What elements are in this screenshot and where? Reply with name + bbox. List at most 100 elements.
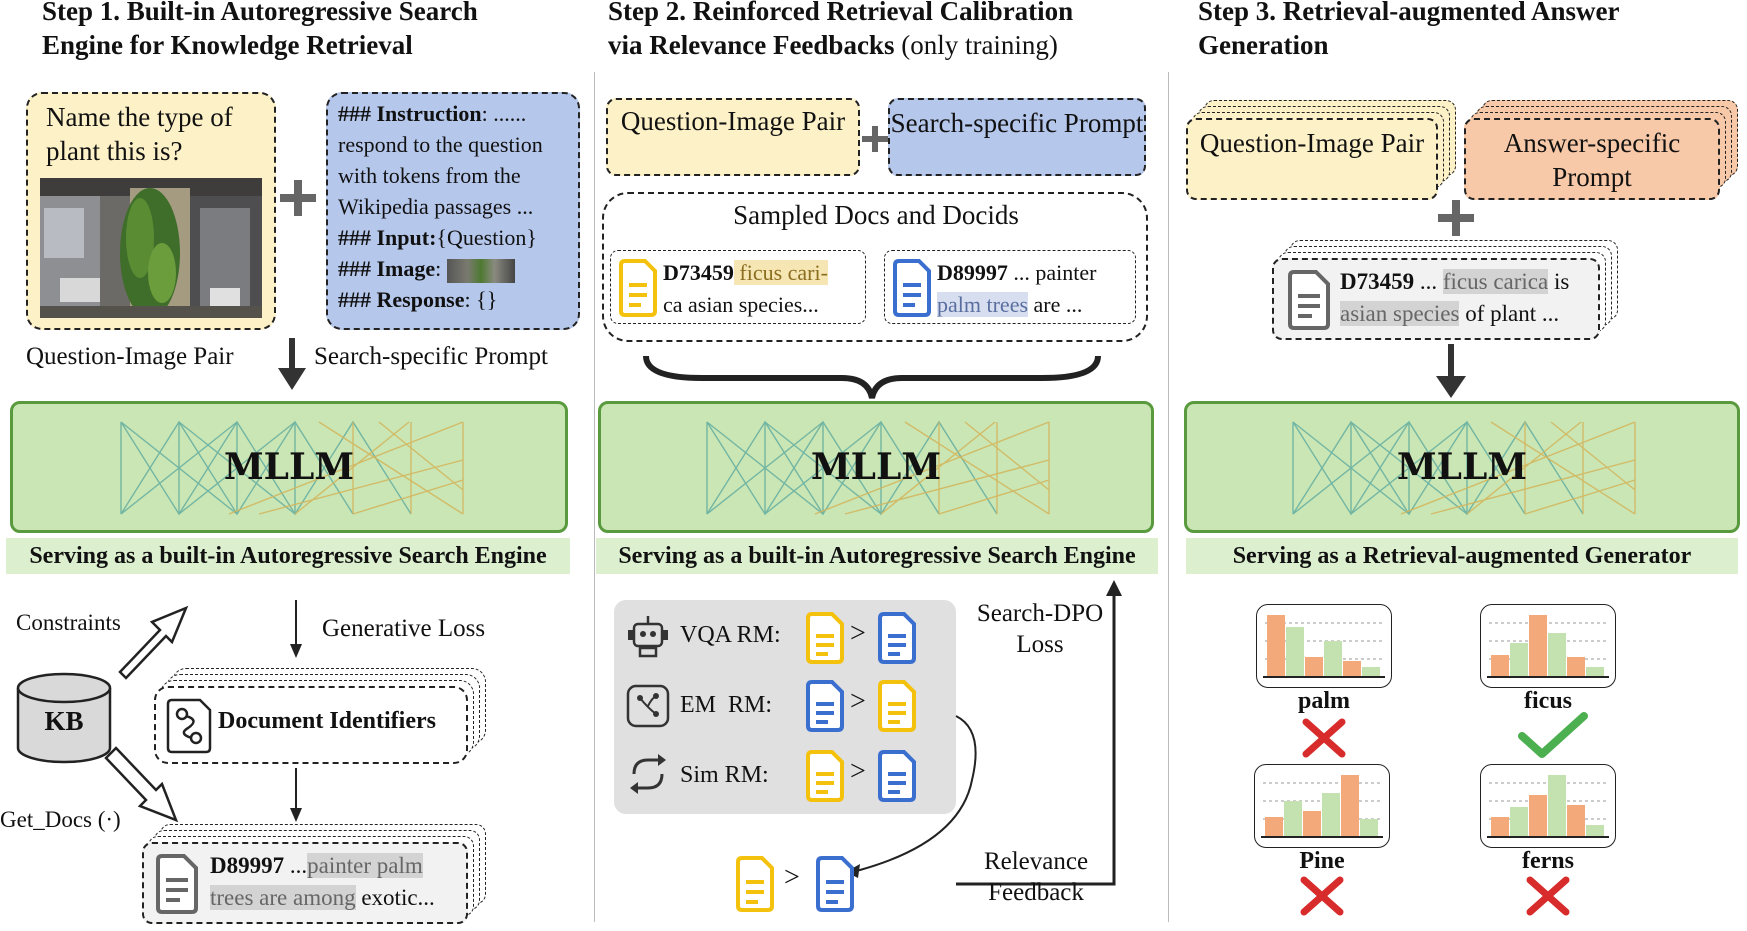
kb-cylinder: KB <box>16 672 112 764</box>
prompt-line-2: with tokens from the <box>338 163 521 188</box>
doc-icon-grey <box>1286 270 1330 330</box>
reward-models-panel: VQA RM: > EM RM: > Sim RM: > <box>614 600 956 814</box>
document-identifiers-box: Document Identifiers <box>154 686 468 764</box>
answer-candidate-ferns: ferns <box>1480 764 1620 916</box>
route-doc-icon <box>164 698 214 754</box>
plus-icon-3 <box>1436 198 1476 238</box>
sampled-doc-2: D89997 ... painter palm trees are ... <box>884 250 1136 324</box>
answer-candidate-ficus: ficus <box>1480 604 1620 758</box>
sampled-doc-2-text: D89997 ... painter palm trees are ... <box>937 260 1097 317</box>
sampled-docs-label: Sampled Docs and Docids <box>733 200 1019 230</box>
prompt-line-3: Wikipedia passages ... <box>338 194 534 219</box>
check-icon <box>1518 712 1588 758</box>
cross-icon <box>1302 718 1346 758</box>
plus-icon-1 <box>278 178 318 218</box>
plant-photo <box>40 178 262 318</box>
robot-icon <box>626 614 670 658</box>
prompt-line-0: ### Instruction: ...... <box>338 101 527 126</box>
curly-brace-icon <box>642 352 1102 402</box>
context-doc-text: D73459 ... ficus carica is asian species… <box>1340 269 1570 326</box>
generative-loss-label: Generative Loss <box>322 615 486 642</box>
doc-icon-blue <box>876 750 916 802</box>
context-doc-box: D73459 ... ficus carica is asian species… <box>1272 258 1600 340</box>
prompt-line-1: respond to the question <box>338 132 543 157</box>
step2-title: Step 2. Reinforced Retrieval Calibration… <box>608 0 1074 60</box>
gt-sign: > <box>850 686 866 717</box>
sampled-doc-1-text: D73459 ficus cari- ca asian species... <box>663 260 828 317</box>
down-arrow-icon-4 <box>1436 344 1466 400</box>
network-lines-icon <box>1292 420 1636 516</box>
down-arrow-icon-1 <box>278 338 306 392</box>
rm-label-vqa: VQA RM: <box>680 622 781 648</box>
cross-icon <box>1526 876 1570 916</box>
question-image-box: Name the type of plant this is? <box>26 92 276 330</box>
get-docs-arrow-icon <box>100 744 180 824</box>
sync-icon <box>626 752 670 796</box>
separator-1 <box>594 72 595 922</box>
prompt-line-6: ### Response: {} <box>338 287 498 312</box>
doc-icon-yellow <box>876 680 916 732</box>
prompt-line-5: ### Image: <box>338 253 578 284</box>
bar-chart-icon <box>1480 764 1616 848</box>
serving-band-3: Serving as a Retrieval-augmented Generat… <box>1186 538 1738 574</box>
doc-icon-yellow <box>617 259 657 317</box>
mllm-box-3: MLLM <box>1184 401 1740 533</box>
retrieved-doc-box: D89997 ...painter palm trees are among e… <box>142 842 468 924</box>
thumb-image-icon <box>446 258 515 283</box>
down-arrow-icon-3 <box>288 768 304 824</box>
doc-icon-blue <box>814 856 854 912</box>
doc-icon-yellow <box>734 856 774 912</box>
answer-label-pine: Pine <box>1299 848 1345 874</box>
constraints-arrow-icon <box>110 600 190 680</box>
answer-label-palm: palm <box>1297 688 1350 714</box>
serving-band-2: Serving as a built-in Autoregressive Sea… <box>596 538 1158 574</box>
mllm-box-1: MLLM <box>10 401 568 533</box>
prompt-line-4: ### Input:{Question} <box>338 225 537 250</box>
doc-icon-grey <box>154 854 198 914</box>
plus-icon-2 <box>860 124 890 154</box>
get-docs-label: Get_Docs (·) <box>0 807 121 832</box>
doc-icon-yellow <box>804 750 844 802</box>
kb-label: KB <box>44 706 84 736</box>
gt-sign: > <box>850 618 866 649</box>
label-search-specific-prompt: Search-specific Prompt <box>314 343 548 370</box>
serving-band-1: Serving as a built-in Autoregressive Sea… <box>6 538 570 574</box>
doc-icon-blue <box>876 612 916 664</box>
retrieved-doc-text: D89997 ...painter palm trees are among e… <box>210 853 435 910</box>
qi-pair-box-2: Question-Image Pair <box>606 98 860 176</box>
route-icon <box>626 684 670 728</box>
doc-icon-blue <box>891 259 931 317</box>
qi-pair-box-3: Question-Image Pair <box>1186 118 1438 200</box>
separator-2 <box>1168 72 1169 922</box>
label-question-image-pair: Question-Image Pair <box>26 343 234 370</box>
search-prompt-box: ### Instruction: ...... respond to the q… <box>326 92 580 330</box>
bar-chart-icon <box>1254 764 1390 848</box>
feedback-arrows-icon <box>846 580 1122 886</box>
network-lines-icon <box>120 420 464 516</box>
document-identifiers-label: Document Identifiers <box>218 708 436 734</box>
network-lines-icon <box>706 420 1050 516</box>
mllm-box-2: MLLM <box>598 401 1154 533</box>
cross-icon <box>1300 876 1344 916</box>
mllm-label-2: MLLM <box>810 446 942 488</box>
gt-sign: > <box>850 756 866 787</box>
down-arrow-icon-2 <box>288 600 304 660</box>
answer-candidate-palm: palm <box>1256 604 1396 758</box>
answer-label-ferns: ferns <box>1522 848 1574 874</box>
answer-prompt-box: Answer-specific Prompt <box>1464 118 1720 200</box>
answer-label-ficus: ficus <box>1524 688 1572 714</box>
step3-title: Step 3. Retrieval-augmented Answer Gener… <box>1198 0 1619 60</box>
sampled-docs-box: Sampled Docs and Docids D73459 ficus car… <box>602 192 1148 342</box>
bar-chart-icon <box>1256 604 1392 688</box>
rm-label-sim: Sim RM: <box>680 762 769 788</box>
rm-label-em: EM RM: <box>680 692 773 718</box>
mllm-label-3: MLLM <box>1396 446 1528 488</box>
answer-candidate-pine: Pine <box>1254 764 1394 916</box>
doc-icon-yellow <box>804 612 844 664</box>
sampled-doc-1: D73459 ficus cari- ca asian species... <box>610 250 866 324</box>
doc-icon-blue <box>804 680 844 732</box>
constraints-label: Constraints <box>16 610 121 635</box>
question-text: Name the type of plant this is? <box>46 102 233 166</box>
